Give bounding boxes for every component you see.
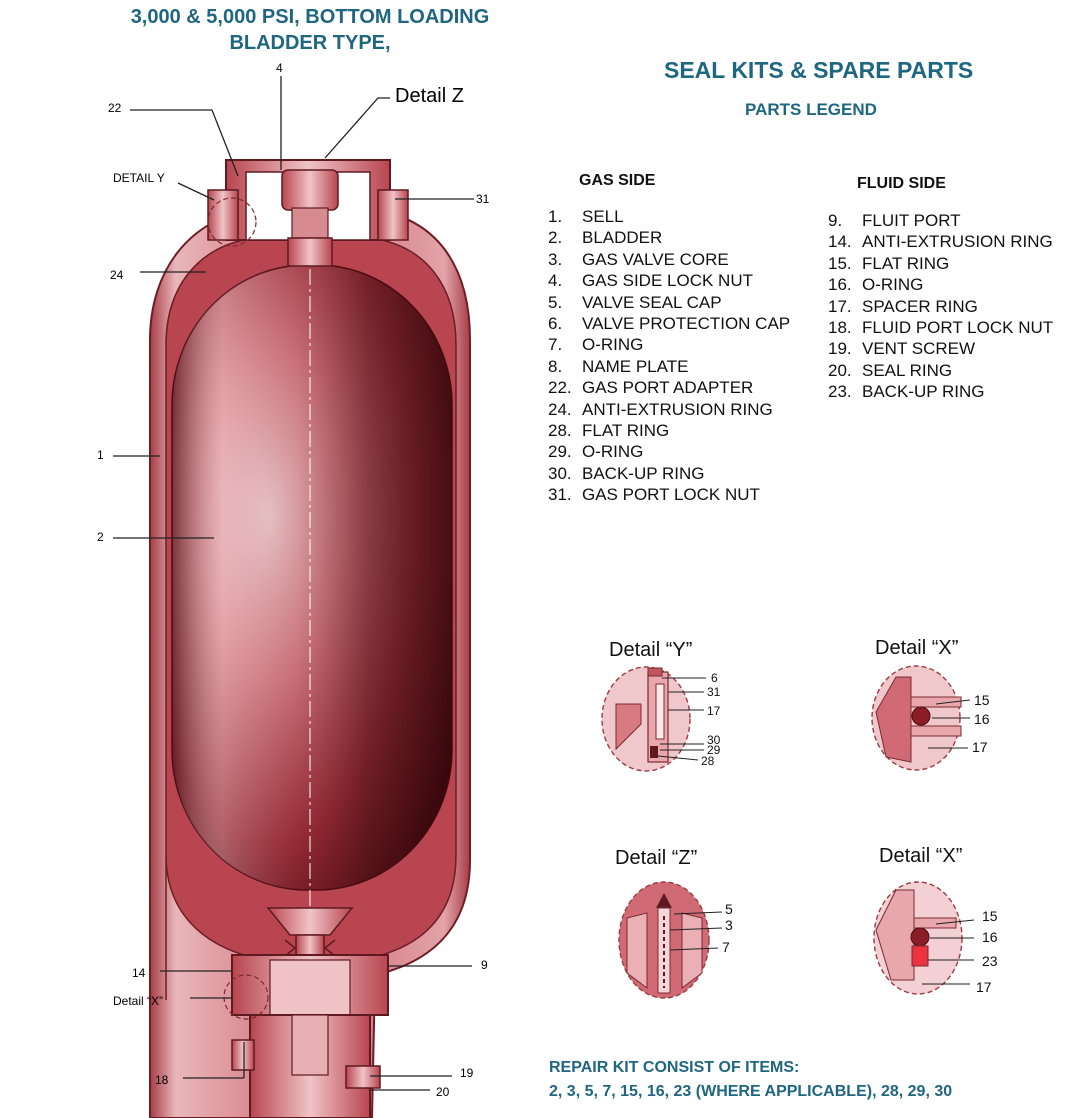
detail-x2-label: 17 bbox=[976, 979, 992, 995]
list-item: 2.BLADDER bbox=[548, 228, 663, 248]
list-item: 31.GAS PORT LOCK NUT bbox=[548, 485, 760, 505]
detail-y-label: 31 bbox=[707, 685, 721, 699]
diagram-title: 3,000 & 5,000 PSI, BOTTOM LOADING BLADDE… bbox=[100, 4, 520, 56]
list-item: 5.VALVE SEAL CAP bbox=[548, 292, 722, 312]
list-item: 30.BACK-UP RING bbox=[548, 463, 705, 483]
detail-y-label: 17 bbox=[707, 704, 721, 718]
list-item: 16.O-RING bbox=[828, 275, 924, 295]
list-item: 29.O-RING bbox=[548, 442, 644, 462]
list-item: 15.FLAT RING bbox=[828, 253, 950, 273]
callout-4: 4 bbox=[276, 61, 283, 75]
list-item: 4.GAS SIDE LOCK NUT bbox=[548, 271, 753, 291]
callout-2: 2 bbox=[97, 530, 104, 544]
callout-31: 31 bbox=[476, 192, 490, 206]
callout-9: 9 bbox=[481, 958, 488, 972]
callout-19: 19 bbox=[460, 1066, 474, 1080]
detail-x1-label: 15 bbox=[974, 692, 990, 708]
gas-side-title: GAS SIDE bbox=[579, 172, 656, 189]
fluid-side-list: 9.FLUIT PORT 14.ANTI-EXTRUSION RING 15.F… bbox=[828, 210, 1053, 403]
detail-x2-title: Detail “X” bbox=[879, 845, 963, 867]
accumulator-diagram: 4 22 Detail Z DETAIL Y 31 24 1 2 14 Deta… bbox=[97, 61, 490, 1118]
list-item: 22.GAS PORT ADAPTER bbox=[548, 378, 754, 398]
list-item: 1.SELL bbox=[548, 207, 624, 226]
callout-detail-z: Detail Z bbox=[395, 85, 464, 107]
list-item: 24.ANTI-EXTRUSION RING bbox=[548, 399, 773, 419]
detail-z-title: Detail “Z” bbox=[615, 847, 698, 869]
detail-y-title: Detail “Y” bbox=[609, 639, 693, 661]
title-line-1: 3,000 & 5,000 PSI, BOTTOM LOADING bbox=[130, 6, 490, 28]
detail-x2-label: 15 bbox=[982, 908, 998, 924]
callout-18: 18 bbox=[155, 1073, 169, 1087]
detail-x2-label: 16 bbox=[982, 929, 998, 945]
list-item: 18.FLUID PORT LOCK NUT bbox=[828, 318, 1054, 338]
list-item: 8.NAME PLATE bbox=[548, 356, 689, 376]
poppet-valve bbox=[266, 907, 354, 936]
detail-x2-label: 23 bbox=[982, 953, 998, 969]
detail-z-label: 3 bbox=[725, 917, 733, 933]
list-item: 23.BACK-UP RING bbox=[828, 382, 985, 402]
callout-1: 1 bbox=[97, 448, 104, 462]
list-item: 17.SPACER RING bbox=[828, 296, 978, 316]
detail-z-label: 7 bbox=[722, 939, 730, 955]
detail-y-diagram: 6 31 17 30 29 28 bbox=[601, 666, 721, 772]
detail-x1-label: 17 bbox=[972, 739, 988, 755]
list-item: 20.SEAL RING bbox=[828, 360, 953, 380]
callout-detail-y: DETAIL Y bbox=[113, 171, 165, 185]
detail-y-label: 30 bbox=[707, 733, 721, 747]
detail-y-label: 28 bbox=[701, 754, 715, 768]
gas-side-list: 1.SELL 2.BLADDER 3.GAS VALVE CORE 4.GAS … bbox=[548, 206, 790, 506]
title-line-2: BLADDER TYPE, bbox=[229, 32, 391, 54]
list-item: 7.O-RING bbox=[548, 335, 644, 355]
callout-22: 22 bbox=[108, 101, 122, 115]
detail-y-label: 6 bbox=[711, 671, 718, 685]
detail-y-label: 29 bbox=[707, 743, 721, 757]
callout-20: 20 bbox=[436, 1085, 450, 1099]
detail-x2-diagram: 15 16 23 17 bbox=[873, 881, 998, 995]
detail-x1-label: 16 bbox=[974, 711, 990, 727]
repair-kit-items: 2, 3, 5, 7, 15, 16, 23 (WHERE APPLICABLE… bbox=[549, 1083, 953, 1100]
repair-kit-note: REPAIR KIT CONSIST OF ITEMS: 2, 3, 5, 7,… bbox=[549, 1056, 952, 1104]
list-item: 6.VALVE PROTECTION CAP bbox=[548, 314, 791, 334]
list-item: 28.FLAT RING bbox=[548, 421, 670, 441]
callout-detail-x: Detail “X” bbox=[113, 994, 163, 1008]
list-item: 3.GAS VALVE CORE bbox=[548, 249, 729, 269]
list-item: 14.ANTI-EXTRUSION RING bbox=[828, 232, 1053, 252]
detail-x1-diagram: 15 16 17 bbox=[871, 665, 990, 771]
repair-kit-title: REPAIR KIT CONSIST OF ITEMS: bbox=[549, 1059, 800, 1076]
list-item: 19.VENT SCREW bbox=[828, 339, 976, 359]
legend-subheading: PARTS LEGEND bbox=[745, 100, 877, 119]
list-item: 9.FLUIT PORT bbox=[828, 211, 961, 230]
detail-z-diagram: 5 3 7 bbox=[618, 881, 733, 999]
fluid-side-title: FLUID SIDE bbox=[857, 175, 946, 192]
detail-z-label: 5 bbox=[725, 901, 733, 917]
detail-x1-title: Detail “X” bbox=[875, 637, 959, 659]
legend-heading: SEAL KITS & SPARE PARTS bbox=[664, 57, 974, 83]
callout-14: 14 bbox=[132, 966, 146, 980]
callout-24: 24 bbox=[110, 268, 124, 282]
